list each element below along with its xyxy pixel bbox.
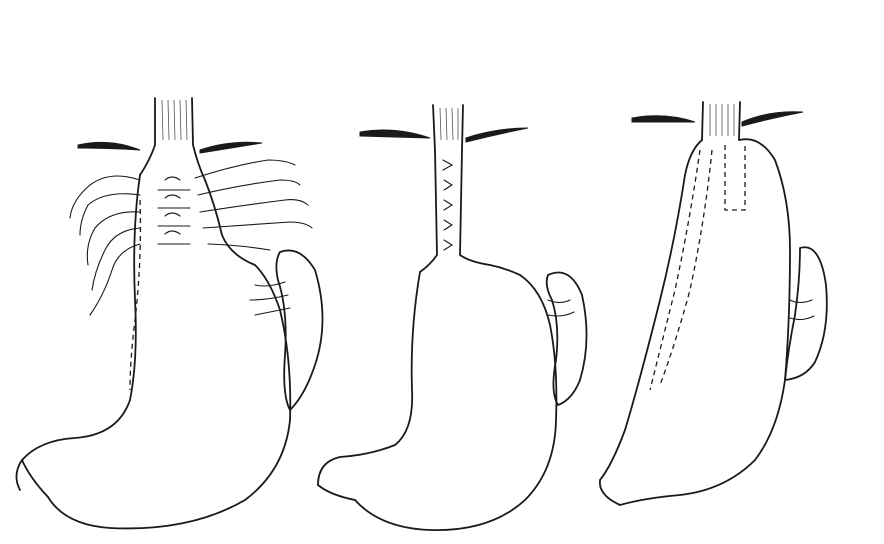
panel-3-left-crus [632,116,695,122]
panel-2-crural-repair [318,105,587,530]
panel-3-esophagus [702,102,740,140]
panel-3-wrap-edge [725,145,745,210]
panel-1-vessels [70,160,312,315]
panel-1-esophagus [140,98,205,180]
panel-2-sutures [443,160,452,250]
panel-3-spleen-vessels [790,300,814,320]
panel-3-fundoplication [600,102,827,505]
panel-3-right-crus [742,112,803,126]
panel-1-left-crus [78,142,140,150]
panel-2-right-crus [466,128,528,142]
panel-1-right-crus [200,142,262,153]
panel-3-wrap-outline [600,139,790,505]
panel-1-stomach-outline [16,175,290,528]
panel-1-stomach-dissection [16,98,322,528]
panel-3-spleen [785,247,827,380]
panel-3-posterior-suture-left [650,150,700,390]
panel-2-stomach-outline [318,265,556,530]
panel-2-esophagus [420,105,490,272]
panel-2-left-crus [360,130,430,138]
